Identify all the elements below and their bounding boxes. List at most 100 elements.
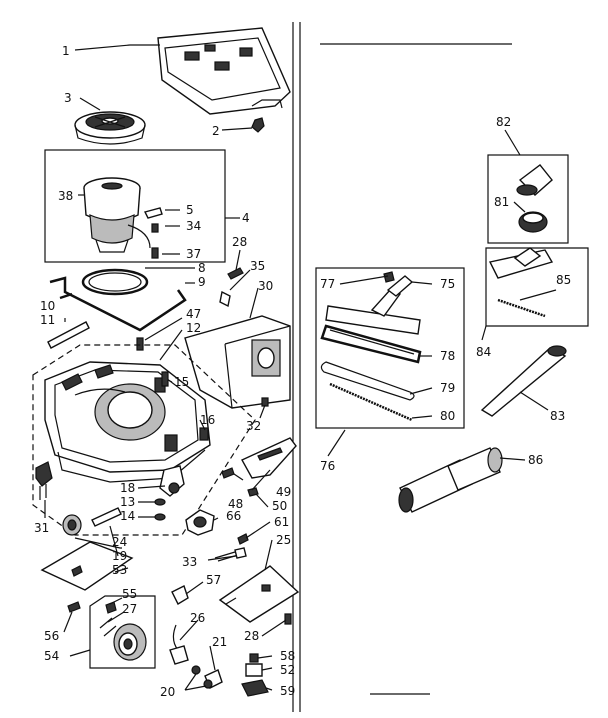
label-33: 33 [182,555,197,569]
label-56: 56 [44,629,59,643]
gasket-part [81,268,149,296]
screw-28-lower-part [284,613,292,625]
label-47: 47 [186,307,201,321]
dust-bag-part [184,315,291,409]
section-divider [292,22,512,712]
motor-part [83,177,151,253]
drive-roller-part [99,601,147,661]
label-2: 2 [212,124,220,138]
crevice-adapter-part [516,164,553,196]
label-54: 54 [44,649,59,663]
axle-19-part [91,507,122,527]
label-38: 38 [58,189,73,203]
label-18: 18 [120,481,135,495]
screw-48-part [221,467,235,479]
label-28-top: 28 [232,235,247,249]
washer-14-part [154,513,166,521]
label-77: 77 [320,277,335,291]
label-8: 8 [198,261,206,275]
latch-15-part [161,371,169,387]
label-28-lower: 28 [244,629,259,643]
screw-61-part [237,533,249,545]
caster-18-part [159,465,185,497]
bracket-49-part [241,437,297,479]
cover-screw-part [251,117,265,133]
label-35: 35 [250,259,265,273]
clip-16-part [199,427,209,441]
label-20: 20 [160,685,175,699]
label-27: 27 [122,602,137,616]
brush-strip-78-part [320,324,422,364]
label-84: 84 [476,345,491,359]
label-14: 14 [120,509,135,523]
label-55: 55 [122,587,137,601]
housing-assembly-outline [32,344,256,536]
label-78: 78 [440,349,455,363]
label-86: 86 [528,453,543,467]
label-85: 85 [556,273,571,287]
upholstery-tool-box [487,154,569,244]
screw-47-part [136,337,144,351]
fitting-66-part [185,509,215,536]
label-61: 61 [274,515,289,529]
label-24: 24 [112,535,127,549]
cord-26-part [169,624,189,665]
label-48: 48 [228,497,243,511]
label-81: 81 [494,195,509,209]
floor-tool-box [315,267,465,429]
leader-lines [44,44,557,691]
label-82: 82 [496,115,511,129]
base-59-part [241,679,269,697]
top-cover-part [157,27,291,115]
label-10: 10 [40,299,55,313]
label-83: 83 [550,409,565,423]
extension-wand-86-part [398,447,503,513]
label-58: 58 [280,649,295,663]
label-26: 26 [190,611,205,625]
label-11: 11 [40,313,55,327]
label-30: 30 [258,279,273,293]
housing-body-part [44,361,211,483]
label-52: 52 [280,663,295,677]
floor-tool-part [325,271,421,335]
brush-81-part [518,211,548,233]
switch-31-part [35,461,53,500]
label-21: 21 [212,635,227,649]
label-15: 15 [174,375,189,389]
label-80: 80 [440,409,455,423]
bail-handle-part [49,276,187,332]
label-32: 32 [246,419,261,433]
label-53: 53 [112,563,127,577]
label-49: 49 [276,485,291,499]
dusting-brush-part [488,247,554,318]
label-37: 37 [186,247,201,261]
label-79: 79 [440,381,455,395]
label-19: 19 [112,549,127,563]
label-1: 1 [62,44,70,58]
wheel-24-part [62,514,82,536]
label-3: 3 [64,91,72,105]
motor-filter-part [74,111,146,145]
label-4: 4 [242,211,250,225]
pin-part [47,321,90,349]
label-34: 34 [186,219,201,233]
spring-33-part [214,547,247,562]
motor-small-parts [143,207,163,259]
label-25: 25 [276,533,291,547]
label-57: 57 [206,573,221,587]
dusting-brush-box [485,247,589,327]
clip-35-part [219,290,231,308]
screw-58-part [249,653,259,663]
drive-assembly-box [89,595,156,669]
label-16: 16 [200,413,215,427]
label-59: 59 [280,684,295,698]
screw-32-part [261,397,269,407]
crevice-tool-83-part [480,345,567,417]
motor-assembly-box [44,149,226,263]
screw-56-part [67,601,81,613]
label-76: 76 [320,459,335,473]
callout-labels: 1 3 2 38 5 34 4 37 28 8 35 9 30 10 11 47… [34,44,571,699]
bumper-79-part [320,361,415,401]
label-12: 12 [186,321,201,335]
